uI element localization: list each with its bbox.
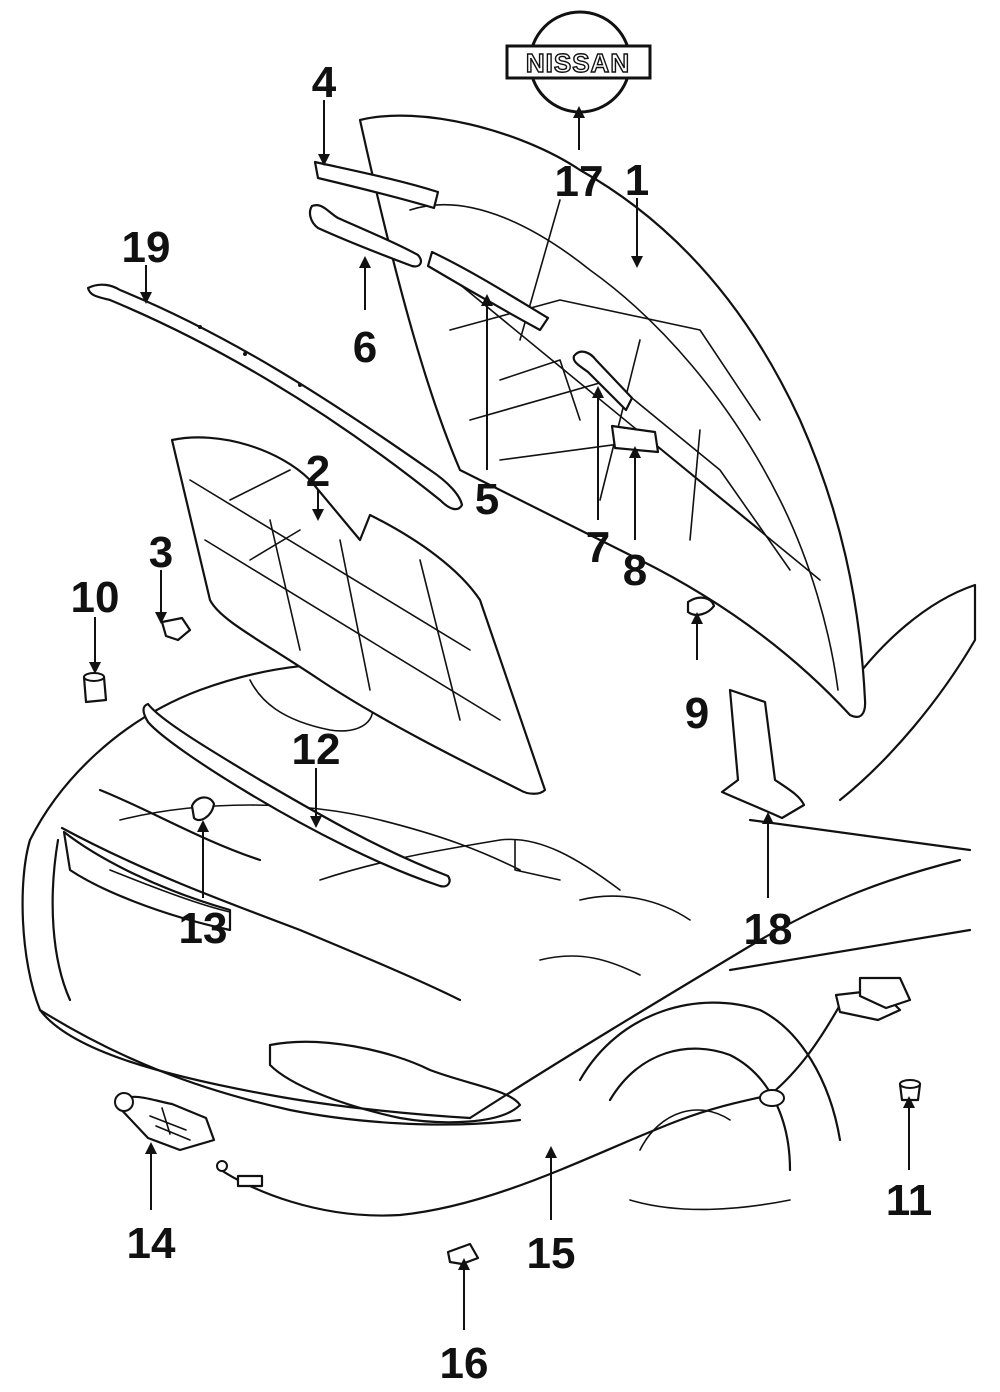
callout-16: 16	[440, 1339, 489, 1388]
callout-5: 5	[475, 475, 499, 524]
car-body	[21, 583, 977, 1211]
clip-16	[446, 1242, 480, 1266]
hood-support-rod-bracket	[426, 250, 550, 332]
nissan-emblem: NISSAN	[505, 10, 652, 114]
clip-9	[686, 596, 716, 616]
callout-12: 12	[292, 725, 341, 774]
clip-3	[160, 616, 192, 642]
bumper-cap-11	[898, 1079, 922, 1102]
hood-hinge-lower	[308, 204, 422, 268]
hood-release-cable	[216, 976, 912, 1217]
hood-weatherstrip	[86, 283, 464, 511]
callout-10: 10	[71, 573, 120, 622]
callout-14: 14	[127, 1219, 176, 1268]
hood-lock	[114, 1092, 216, 1152]
callout-11: 11	[886, 1176, 933, 1225]
callout-13: 13	[179, 904, 228, 953]
callout-1: 1	[625, 156, 649, 205]
callout-2: 2	[306, 447, 330, 496]
hood-stay-clip	[572, 350, 634, 412]
hood-panel	[358, 114, 867, 718]
callout-15: 15	[527, 1229, 576, 1278]
callout-9: 9	[685, 689, 709, 738]
callout-19: 19	[122, 223, 171, 272]
hood-bumper-pad	[610, 424, 660, 454]
hood-insulator	[170, 436, 547, 795]
callout-18: 18	[744, 905, 793, 954]
callout-8: 8	[623, 546, 647, 595]
callout-4: 4	[312, 58, 337, 107]
hood-support-rod	[142, 702, 451, 888]
callout-6: 6	[353, 323, 377, 372]
hood-hinge-upper	[313, 160, 440, 210]
callout-3: 3	[149, 528, 173, 577]
hood-seal-deflector	[720, 688, 806, 820]
leader-lines	[89, 100, 915, 1330]
clip-13	[190, 796, 216, 822]
callout-7: 7	[586, 523, 610, 572]
bumper-cap-10	[82, 672, 108, 704]
emblem-text: NISSAN	[526, 48, 630, 78]
callout-labels: 1 2 3 4 5 6 7 8 9 10 11 12 13 14 15 16 1…	[71, 58, 933, 1388]
callout-17: 17	[555, 157, 604, 206]
